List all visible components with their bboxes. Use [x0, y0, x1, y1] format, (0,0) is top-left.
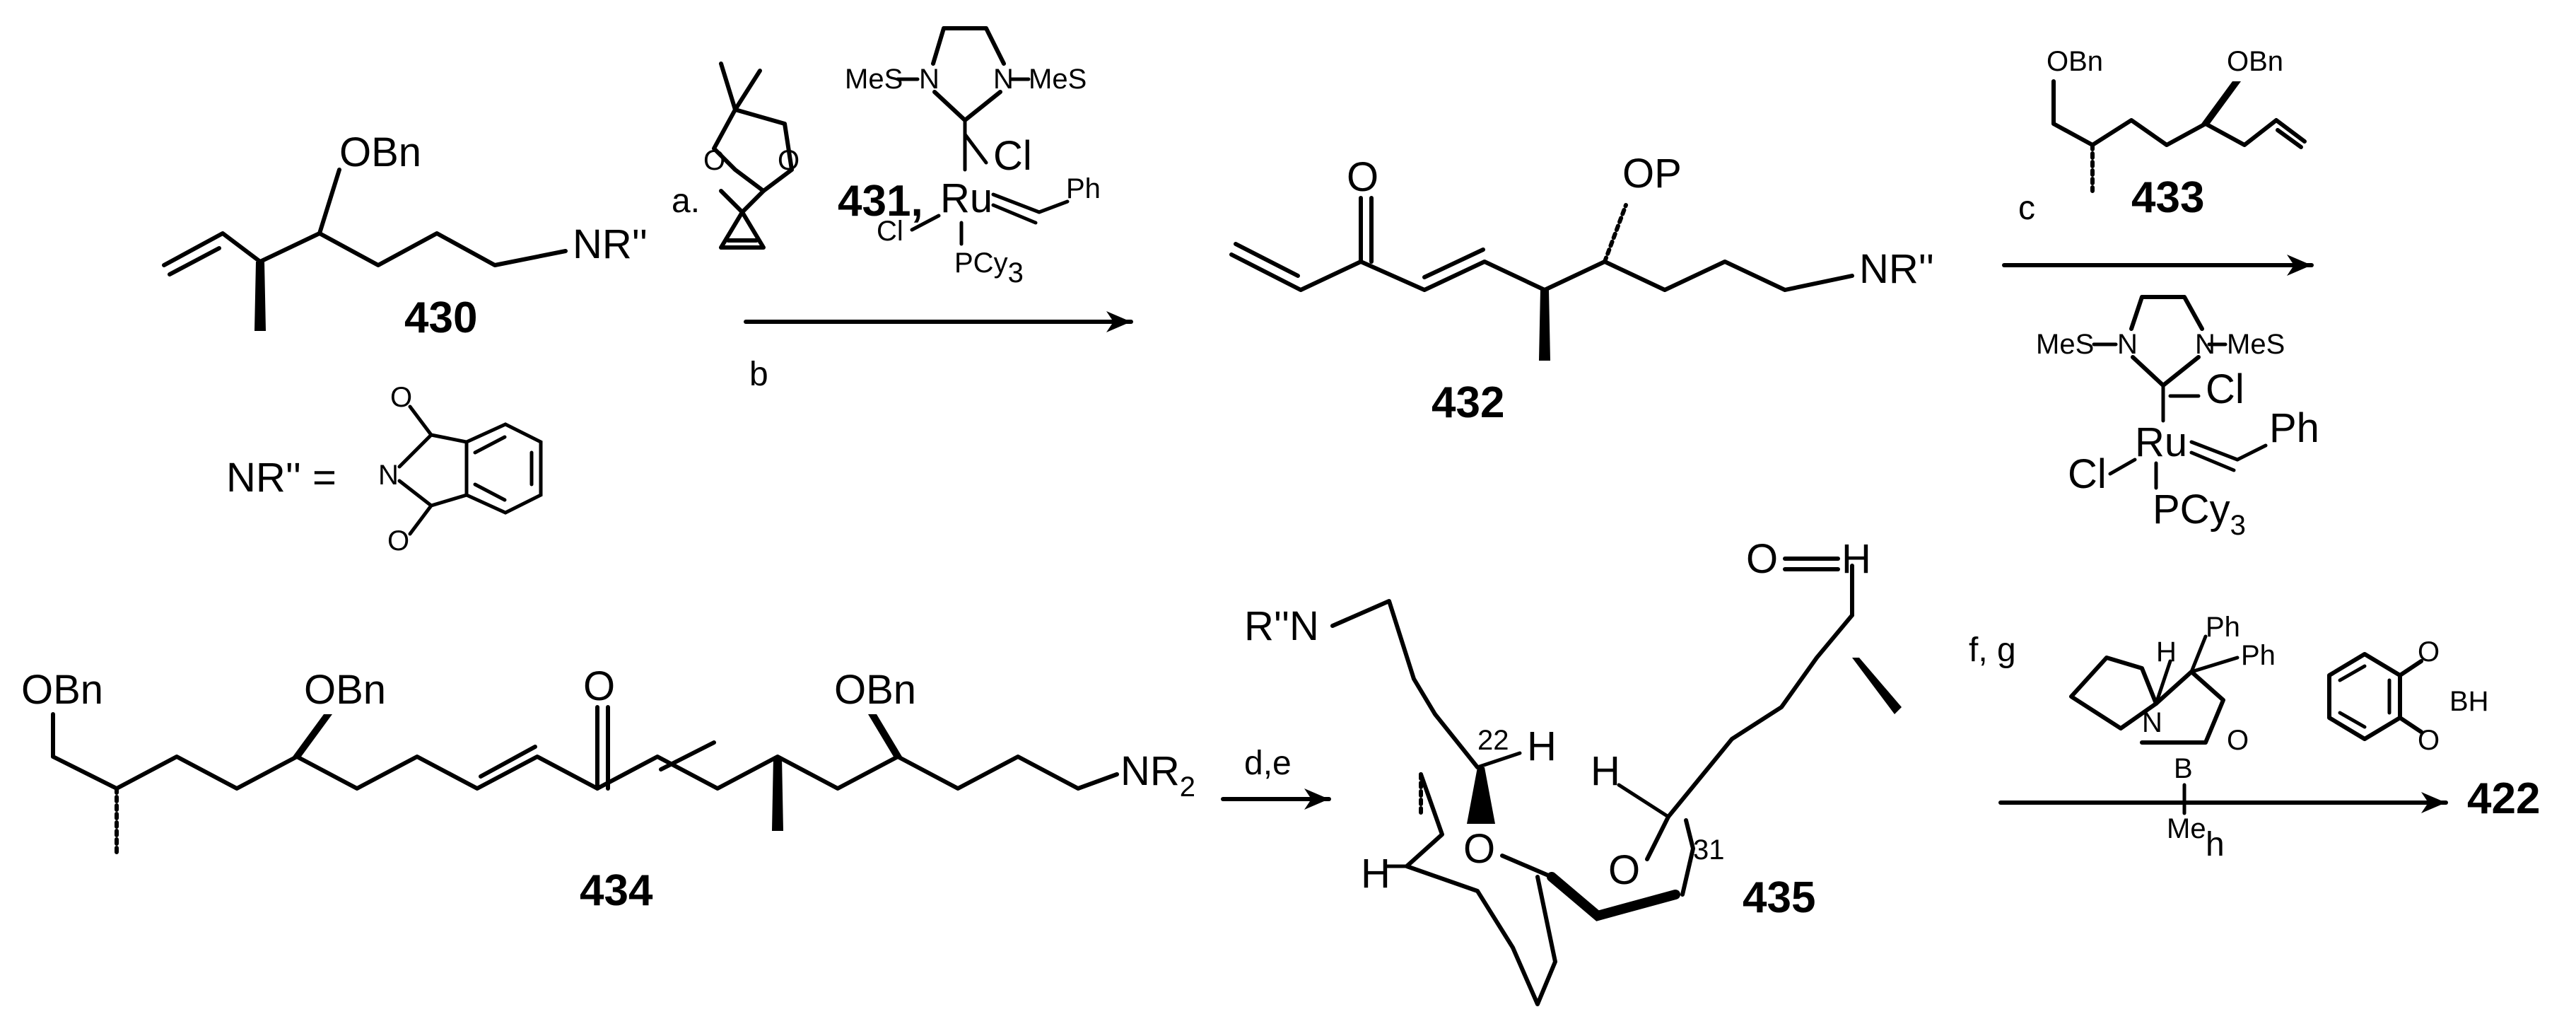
catbh-o-top: O	[2418, 636, 2440, 668]
arrow-2-head	[2287, 255, 2312, 276]
arrow-3-head	[1304, 788, 1329, 810]
label-431: 431,	[838, 177, 923, 226]
obn-label: OBn	[339, 129, 421, 175]
pcy-label-2: PCy3	[2153, 487, 2246, 541]
condition-de: d,e	[1244, 745, 1292, 782]
h-axial: H	[1361, 851, 1391, 897]
label-430: 430	[404, 293, 477, 342]
acetal-o-right: O	[778, 145, 800, 176]
mes-left-2: MeS	[2036, 329, 2094, 360]
ph-label-2: Ph	[2269, 405, 2319, 451]
nr-definition-label: NR'' =	[226, 455, 336, 501]
cl-bottom-2: Cl	[2068, 451, 2107, 497]
condition-h: h	[2206, 826, 2225, 863]
obn-433-right: OBn	[2227, 46, 2283, 77]
pcy-label: PCy3	[954, 248, 1024, 289]
phthalimide-o-bottom: O	[387, 525, 409, 557]
condition-c: c	[2018, 190, 2035, 227]
condition-b: b	[749, 356, 768, 393]
cl-bottom: Cl	[877, 216, 903, 247]
mes-right-2: MeS	[2227, 329, 2285, 360]
nr-label-432: NR''	[1859, 246, 1934, 292]
ru-label-2: Ru	[2135, 419, 2187, 465]
compound-434: OBn OBn OBn O NR2 434	[21, 663, 1195, 915]
cbs-h: H	[2156, 636, 2177, 668]
cbs-oxazaborolidine: H Ph Ph N O B Me	[2069, 612, 2276, 844]
mes-left: MeS	[845, 64, 903, 95]
op-label: OP	[1622, 151, 1682, 197]
catbh-o-bottom: O	[2418, 725, 2440, 756]
cbs-b: B	[2174, 753, 2193, 784]
condition-fg: f, g	[1969, 631, 2016, 669]
obn-433-left: OBn	[2047, 46, 2103, 77]
aldehyde-o: O	[1746, 536, 1778, 582]
phthalimide-o-top: O	[390, 382, 412, 413]
cbs-n: N	[2142, 707, 2162, 738]
nr2-label: NR2	[1120, 748, 1195, 803]
c22-label: 22	[1477, 725, 1509, 756]
label-432: 432	[1432, 378, 1504, 427]
ketone-o-434: O	[583, 663, 615, 709]
grubbs-catalyst-431: N N MeS MeS Cl Ru Ph Cl PCy3 431,	[838, 26, 1101, 289]
ring-o-right: O	[1608, 847, 1640, 893]
ring-o-left: O	[1463, 826, 1495, 872]
condition-a: a.	[672, 182, 700, 220]
obn-434-2: OBn	[304, 667, 386, 713]
label-422: 422	[2467, 774, 2540, 823]
label-433: 433	[2131, 173, 2204, 222]
imid-n-left-2: N	[2117, 329, 2138, 360]
cbs-ph-top: Ph	[2206, 612, 2240, 643]
compound-430: OBn NR'' 430	[162, 129, 648, 342]
h-31: H	[1591, 748, 1620, 794]
rn-label: R''N	[1244, 603, 1319, 649]
cbs-o: O	[2227, 725, 2249, 756]
obn-434-1: OBn	[21, 667, 103, 713]
acetal-o-left: O	[703, 145, 725, 176]
ph-label: Ph	[1066, 173, 1101, 204]
arrow-1-head	[1106, 311, 1131, 332]
nr-definition: NR'' = N O O	[226, 382, 543, 557]
nr-label: NR''	[573, 221, 648, 267]
cl-top: Cl	[993, 133, 1032, 179]
catbh-bh: BH	[2449, 686, 2489, 717]
phthalimide-n: N	[378, 460, 399, 491]
h-22: H	[1527, 723, 1557, 769]
arrow-4-head	[2421, 792, 2446, 813]
compound-435: R''N H 22 H O O H 31 O H 435	[1244, 536, 1902, 1006]
label-434: 434	[580, 866, 653, 915]
compound-432: O OP NR'' 432	[1229, 151, 1934, 427]
cbs-ph-right: Ph	[2241, 640, 2276, 671]
label-435: 435	[1743, 873, 1815, 922]
compound-433: OBn OBn 433	[2047, 46, 2307, 222]
reagent-cyclopropenone-acetal: O O	[703, 62, 800, 250]
imid-n-left: N	[919, 64, 939, 95]
ketone-o-432: O	[1347, 154, 1378, 200]
mes-right: MeS	[1029, 64, 1087, 95]
catecholborane: O O BH	[2327, 636, 2489, 756]
c31-label: 31	[1693, 834, 1725, 866]
obn-434-3: OBn	[834, 667, 916, 713]
cbs-me: Me	[2167, 813, 2206, 844]
grubbs-catalyst-c: N N MeS MeS Cl Ru Ph Cl PCy3	[2036, 295, 2319, 541]
cl-top-2: Cl	[2206, 366, 2244, 412]
aldehyde-h: H	[1842, 536, 1871, 582]
ru-label: Ru	[940, 175, 993, 221]
